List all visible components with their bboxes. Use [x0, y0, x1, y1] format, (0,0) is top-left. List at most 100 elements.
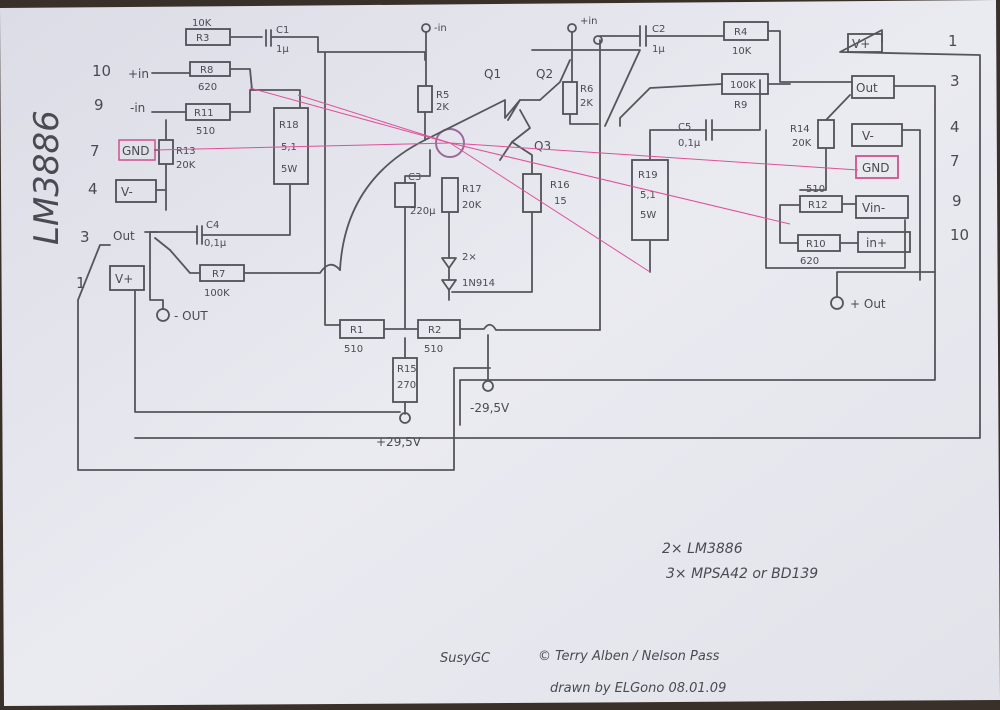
left-pin-number: 9: [94, 96, 104, 114]
r19-ref: R19: [638, 170, 658, 181]
left-pin-label: -in: [130, 101, 145, 115]
diode-part: 1N914: [462, 278, 495, 289]
r13-value: 20K: [176, 160, 196, 171]
right-output-network: C2 1µ R4 10K 100K R9 C5 0,1µ R19 5,1 5W …: [77, 21, 981, 471]
right-pin-label: in+: [866, 236, 887, 250]
r11-ref: R11: [194, 108, 214, 119]
r1-value: 510: [344, 344, 363, 355]
r15-value: 270: [397, 380, 416, 391]
minus-out-label: - OUT: [174, 309, 208, 323]
r16-value: 15: [554, 196, 567, 207]
right-gnd-highlight-box: [855, 155, 899, 179]
left-pin-label: Out: [113, 229, 135, 243]
c5-ref: C5: [678, 122, 691, 133]
r18-ref: R18: [279, 120, 299, 131]
v-plus-box: [109, 265, 145, 291]
c2-value: 1µ: [652, 44, 665, 55]
left-pin-number: 7: [90, 142, 100, 160]
left-pin-label: GND: [122, 144, 150, 158]
q3-label: Q3: [534, 139, 551, 153]
right-pin-number: 3: [950, 72, 960, 90]
minus-in-label: -in: [434, 23, 447, 34]
r5-value: 2K: [436, 102, 449, 113]
r2-value: 510: [424, 344, 443, 355]
right-in-plus-box: [857, 231, 911, 253]
right-pin-number: 7: [950, 152, 960, 170]
c1-ref: C1: [276, 25, 289, 36]
center-amplifier-stage: -in R5 2K +in R6 2K Q1 Q2 Q3 C3 220µ R17…: [339, 16, 641, 449]
chip-title: LM3886: [27, 110, 67, 245]
right-pin-label: GND: [862, 161, 890, 175]
plus-in-label-a: +in: [580, 16, 598, 27]
c3-ref: C3: [408, 172, 421, 183]
r9-value: R9: [734, 100, 747, 111]
right-vin-minus-box: [855, 195, 909, 219]
r17-ref: R17: [462, 184, 482, 195]
plus-in-node-b: [593, 35, 603, 45]
r2-ref: R2: [428, 325, 441, 336]
r4-ref: R4: [734, 27, 747, 38]
left-pin-label: V-: [121, 185, 133, 199]
right-pin-label: Vin-: [862, 201, 885, 215]
r11-value: 510: [196, 126, 215, 137]
left-pin-number: 1: [76, 274, 86, 292]
r9-ref: 100K: [730, 80, 756, 91]
q1-label: Q1: [484, 67, 501, 81]
right-pin-label: Out: [856, 81, 878, 95]
c1-value: 1µ: [276, 44, 289, 55]
v-minus-box: [115, 179, 157, 203]
c3-value: 220µ: [410, 206, 436, 217]
negative-rail-label: -29,5V: [470, 401, 510, 415]
note-line-2: 3× MPSA42 or BD139: [666, 566, 818, 582]
r8-value: 620: [198, 82, 217, 93]
left-pin-number: 3: [80, 228, 90, 246]
r14-value: 20K: [792, 138, 812, 149]
footer-credit: © Terry Alben / Nelson Pass: [538, 649, 720, 664]
footer-name: SusyGC: [440, 651, 491, 666]
left-input-network: 10K R3 C1 1µ R8 620 R11 510 R13 20K R18 …: [134, 18, 426, 413]
negative-rail-terminal: [482, 380, 494, 392]
r7-ref: R7: [212, 269, 225, 280]
c4-value: 0,1µ: [204, 238, 227, 249]
right-pin-number: 10: [950, 226, 969, 244]
r19-value: 5,1: [640, 190, 656, 201]
r6-value: 2K: [580, 98, 593, 109]
r17-value: 20K: [462, 200, 482, 211]
r5-ref: R5: [436, 90, 449, 101]
right-pin-label: V-: [862, 129, 874, 143]
c4-ref: C4: [206, 220, 219, 231]
r10-value: 620: [800, 256, 819, 267]
r12-ref: R12: [808, 200, 828, 211]
c5-value: 0,1µ: [678, 138, 701, 149]
left-pin-label: +in: [128, 67, 149, 81]
footer-drawn-by: drawn by ELGono 08.01.09: [550, 681, 726, 696]
right-pin-number: 1: [948, 32, 958, 50]
right-pin-number: 9: [952, 192, 962, 210]
left-pin-list: 10 9 7 4 3 1 +in -in GND V- Out V+: [76, 62, 157, 292]
note-line-1: 2× LM3886: [662, 541, 743, 557]
diode-count: 2×: [462, 252, 477, 263]
r16-ref: R16: [550, 180, 570, 191]
left-pin-number: 4: [88, 180, 98, 198]
r8-ref: R8: [200, 65, 213, 76]
r19-rating: 5W: [640, 210, 656, 221]
right-out-box: [851, 75, 895, 99]
r4-value: 10K: [732, 46, 752, 57]
r15-ref: R15: [397, 364, 417, 375]
q2-label: Q2: [536, 67, 553, 81]
r18-value: 5,1: [281, 142, 297, 153]
right-pin-number: 4: [950, 118, 960, 136]
right-pin-label: V+: [852, 37, 870, 51]
r6-ref: R6: [580, 84, 593, 95]
r18-rating: 5W: [281, 164, 297, 175]
r17-resistor: [441, 177, 459, 213]
r7-value: 100K: [204, 288, 230, 299]
highlight-traces: [154, 87, 859, 273]
r14-ref: R14: [790, 124, 810, 135]
left-pin-label: V+: [115, 272, 133, 286]
r10-ref: R10: [806, 239, 826, 250]
c2-ref: C2: [652, 24, 665, 35]
r1-ref: R1: [350, 325, 363, 336]
r13-ref: R13: [176, 146, 196, 157]
